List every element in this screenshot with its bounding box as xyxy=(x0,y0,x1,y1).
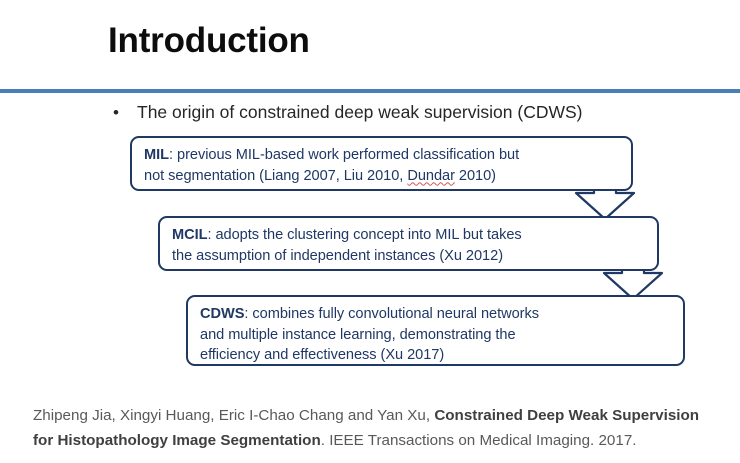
flow-box-mil-separator: : xyxy=(168,147,177,163)
flow-box-cdws-separator: : xyxy=(244,306,253,322)
flow-box-mcil-line1: adopts the clustering concept into MIL b… xyxy=(215,227,522,243)
flow-box-mil-tag: MIL xyxy=(144,147,169,163)
flow-box-mil-line2-misspelled: Dundar xyxy=(407,167,455,184)
page-title: Introduction xyxy=(108,21,310,60)
flow-box-mcil-text: MCIL: adopts the clustering concept into… xyxy=(172,225,647,266)
flow-box-mil-text: MIL: previous MIL-based work performed c… xyxy=(144,145,621,186)
flow-box-mil: MIL: previous MIL-based work performed c… xyxy=(130,136,633,191)
flow-box-mil-line2-post: 2010) xyxy=(454,167,496,184)
flow-box-mcil-line2: the assumption of independent instances … xyxy=(172,247,503,264)
flow-box-mcil-separator: : xyxy=(207,227,216,243)
bullet-marker: • xyxy=(113,103,119,122)
flow-box-cdws: CDWS: combines fully convolutional neura… xyxy=(186,295,685,366)
bullet-text: The origin of constrained deep weak supe… xyxy=(137,102,583,122)
citation-authors: Zhipeng Jia, Xingyi Huang, Eric I-Chao C… xyxy=(33,407,435,424)
flow-box-mil-line1: previous MIL-based work performed classi… xyxy=(177,147,520,163)
flow-box-cdws-line1: combines fully convolutional neural netw… xyxy=(252,306,539,322)
flow-box-cdws-tag: CDWS xyxy=(200,306,245,322)
flow-box-mcil-tag: MCIL xyxy=(172,227,208,243)
citation-venue: . IEEE Transactions on Medical Imaging. … xyxy=(320,431,637,449)
flow-box-cdws-text: CDWS: combines fully convolutional neura… xyxy=(200,304,673,366)
bullet-row: • The origin of constrained deep weak su… xyxy=(113,102,673,128)
citation-text: Zhipeng Jia, Xingyi Huang, Eric I-Chao C… xyxy=(33,404,723,453)
flow-box-mcil: MCIL: adopts the clustering concept into… xyxy=(158,216,659,271)
flow-box-cdws-line3: efficiency and effectiveness (Xu 2017) xyxy=(200,347,445,364)
title-underline-rule xyxy=(0,89,740,93)
flow-box-cdws-line2: and multiple instance learning, demonstr… xyxy=(200,326,516,343)
flow-box-mil-line2-pre: not segmentation (Liang 2007, Liu 2010, xyxy=(144,167,408,184)
citation-paper-title: Constrained Deep Weak Supervision for Hi… xyxy=(33,407,700,449)
